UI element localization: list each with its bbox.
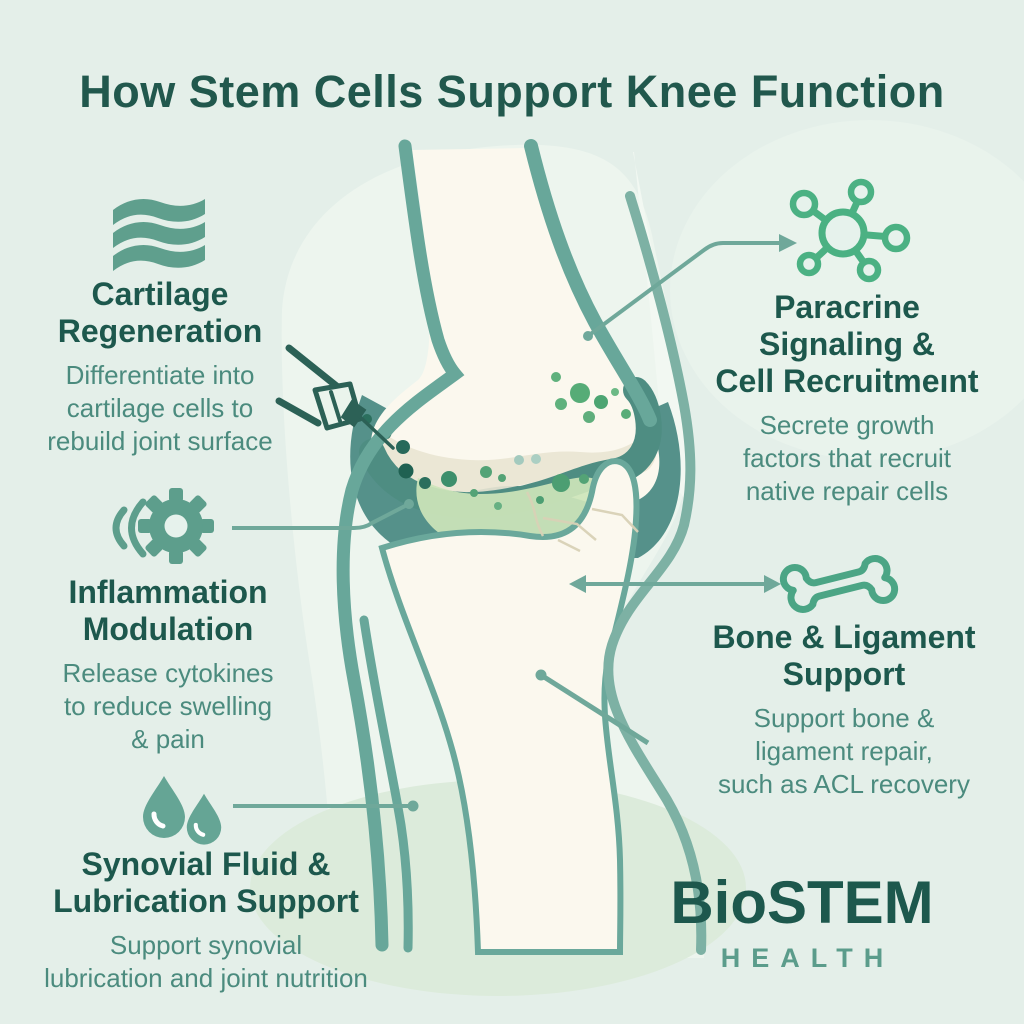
- gear-icon: [138, 488, 214, 564]
- section-heading-line: Support: [782, 656, 906, 692]
- inflammation-connector: [232, 499, 414, 530]
- synovial-connector: [233, 800, 419, 812]
- stem-cell-dots-femur: [551, 372, 631, 423]
- bone-icon: [779, 555, 899, 613]
- paracrine-connector: [583, 234, 797, 341]
- section-heading-line: Cartilage: [91, 276, 229, 312]
- section-description-line: to reduce swelling: [63, 691, 273, 721]
- section-description-line: ligament repair,: [755, 736, 933, 766]
- femur-left-band: [336, 139, 465, 952]
- page-title: How Stem Cells Support Knee Function: [79, 66, 945, 117]
- tibia-crack-lines: [525, 491, 639, 553]
- section-description-line: native repair cells: [745, 476, 949, 506]
- molecule-icon: [789, 178, 911, 283]
- section-description-line: & pain: [131, 724, 205, 754]
- section-heading-line: Bone & Ligament: [712, 619, 976, 655]
- section-heading-line: Modulation: [82, 611, 254, 647]
- section-description-line: such as ACL recovery: [718, 769, 970, 799]
- section-description-line: Secrete growth: [759, 410, 935, 440]
- section-description-line: Support bone &: [753, 703, 935, 733]
- section-description-line: Release cytokines: [62, 658, 274, 688]
- waves-icon: [113, 198, 205, 271]
- tibia-connector: [535, 669, 650, 746]
- section-description-line: lubrication and joint nutrition: [44, 963, 368, 993]
- section-bone-ligament-support: Bone & Ligament Support Support bone & l…: [694, 619, 994, 801]
- section-heading-line: Inflammation: [68, 574, 268, 610]
- brand-name: BioSTEM: [670, 869, 934, 936]
- droplets-icon: [143, 776, 222, 845]
- section-description-line: cartilage cells to: [66, 393, 254, 423]
- brand-subtitle: HEALTH: [720, 943, 895, 973]
- section-paracrine-signaling: Paracrine Signaling & Cell Recruitmeınt …: [698, 289, 996, 508]
- section-heading-line: Lubrication Support: [53, 883, 359, 919]
- syringe-icon: [275, 344, 395, 450]
- section-description-line: Differentiate into: [65, 360, 255, 390]
- bone-double-arrow: [569, 575, 781, 593]
- femur-right-band: [524, 139, 657, 427]
- connector-lines: [232, 234, 797, 812]
- section-heading-line: Cell Recruitmeınt: [715, 363, 979, 399]
- section-heading-line: Paracrine: [774, 289, 920, 325]
- section-heading-line: Signaling &: [759, 326, 935, 362]
- section-description-line: factors that recruit: [742, 443, 952, 473]
- section-heading-line: Synovial Fluid &: [81, 846, 331, 882]
- section-inflammation-modulation: Inflammation Modulation Release cytokine…: [22, 574, 314, 756]
- fibula-line: [359, 615, 413, 953]
- section-description-line: rebuild joint surface: [47, 426, 273, 456]
- sound-waves-icon: [112, 498, 147, 558]
- section-description-line: Support synovial: [109, 930, 303, 960]
- section-synovial-fluid-lubrication: Synovial Fluid & Lubrication Support Sup…: [0, 846, 412, 995]
- section-cartilage-regeneration: Cartilage Regeneration Differentiate int…: [14, 276, 306, 458]
- brand-logo: BioSTEM HEALTH: [652, 868, 952, 974]
- section-heading-line: Regeneration: [57, 313, 263, 349]
